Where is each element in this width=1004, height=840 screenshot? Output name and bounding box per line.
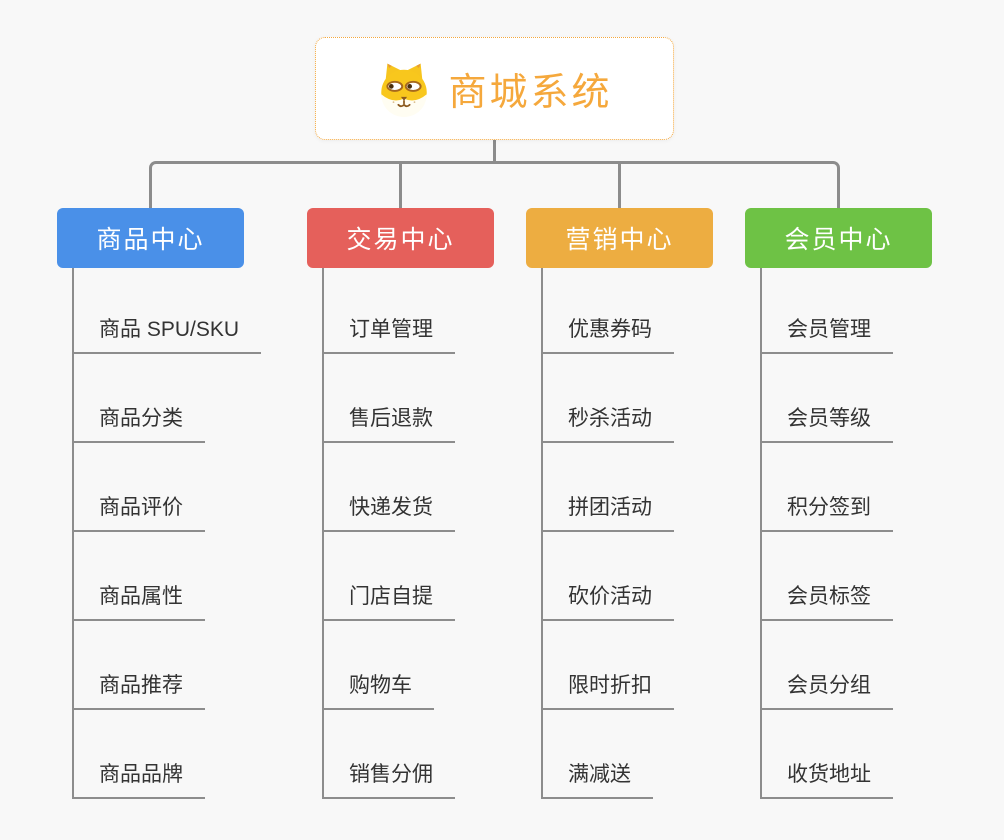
root-stem-connector xyxy=(493,139,496,163)
child-node[interactable]: 门店自提 xyxy=(322,584,455,621)
branch-node-marketing[interactable]: 营销中心 xyxy=(526,208,713,268)
child-node[interactable]: 商品推荐 xyxy=(72,673,205,710)
child-node[interactable]: 收货地址 xyxy=(760,762,893,799)
child-node[interactable]: 拼团活动 xyxy=(541,495,674,532)
child-node[interactable]: 销售分佣 xyxy=(322,762,455,799)
bus-connector-left xyxy=(149,161,494,208)
child-node[interactable]: 订单管理 xyxy=(322,317,455,354)
child-node[interactable]: 限时折扣 xyxy=(541,673,674,710)
root-node-title: 商城系统 xyxy=(448,72,613,114)
child-node[interactable]: 砍价活动 xyxy=(541,584,674,621)
shiba-dog-face-icon xyxy=(381,63,428,117)
child-node[interactable]: 售后退款 xyxy=(322,406,455,443)
child-node[interactable]: 积分签到 xyxy=(760,495,893,532)
column-spine-connector xyxy=(541,268,543,799)
root-node[interactable]: 商城系统 xyxy=(315,37,674,140)
child-node[interactable]: 商品属性 xyxy=(72,584,205,621)
column-spine-connector xyxy=(72,268,74,799)
branch-drop-connector xyxy=(618,163,621,208)
child-node[interactable]: 商品分类 xyxy=(72,406,205,443)
column-spine-connector xyxy=(322,268,324,799)
child-node[interactable]: 购物车 xyxy=(322,673,434,710)
child-node[interactable]: 会员管理 xyxy=(760,317,893,354)
child-node[interactable]: 会员等级 xyxy=(760,406,893,443)
child-node[interactable]: 快递发货 xyxy=(322,495,455,532)
branch-label: 商品中心 xyxy=(96,226,205,254)
bus-connector-right xyxy=(494,161,840,208)
child-node[interactable]: 优惠券码 xyxy=(541,317,674,354)
child-node[interactable]: 会员标签 xyxy=(760,584,893,621)
child-node[interactable]: 商品评价 xyxy=(72,495,205,532)
column-spine-connector xyxy=(760,268,762,799)
branch-node-product[interactable]: 商品中心 xyxy=(57,208,244,268)
child-node[interactable]: 秒杀活动 xyxy=(541,406,674,443)
child-node[interactable]: 满减送 xyxy=(541,762,653,799)
branch-label: 营销中心 xyxy=(565,226,674,254)
child-node[interactable]: 商品品牌 xyxy=(72,762,205,799)
branch-drop-connector xyxy=(399,163,402,208)
branch-label: 交易中心 xyxy=(346,226,455,254)
child-node[interactable]: 会员分组 xyxy=(760,673,893,710)
child-node[interactable]: 商品 SPU/SKU xyxy=(72,317,262,354)
branch-node-trade[interactable]: 交易中心 xyxy=(307,208,494,268)
branch-node-member[interactable]: 会员中心 xyxy=(745,208,932,268)
branch-label: 会员中心 xyxy=(784,226,893,254)
